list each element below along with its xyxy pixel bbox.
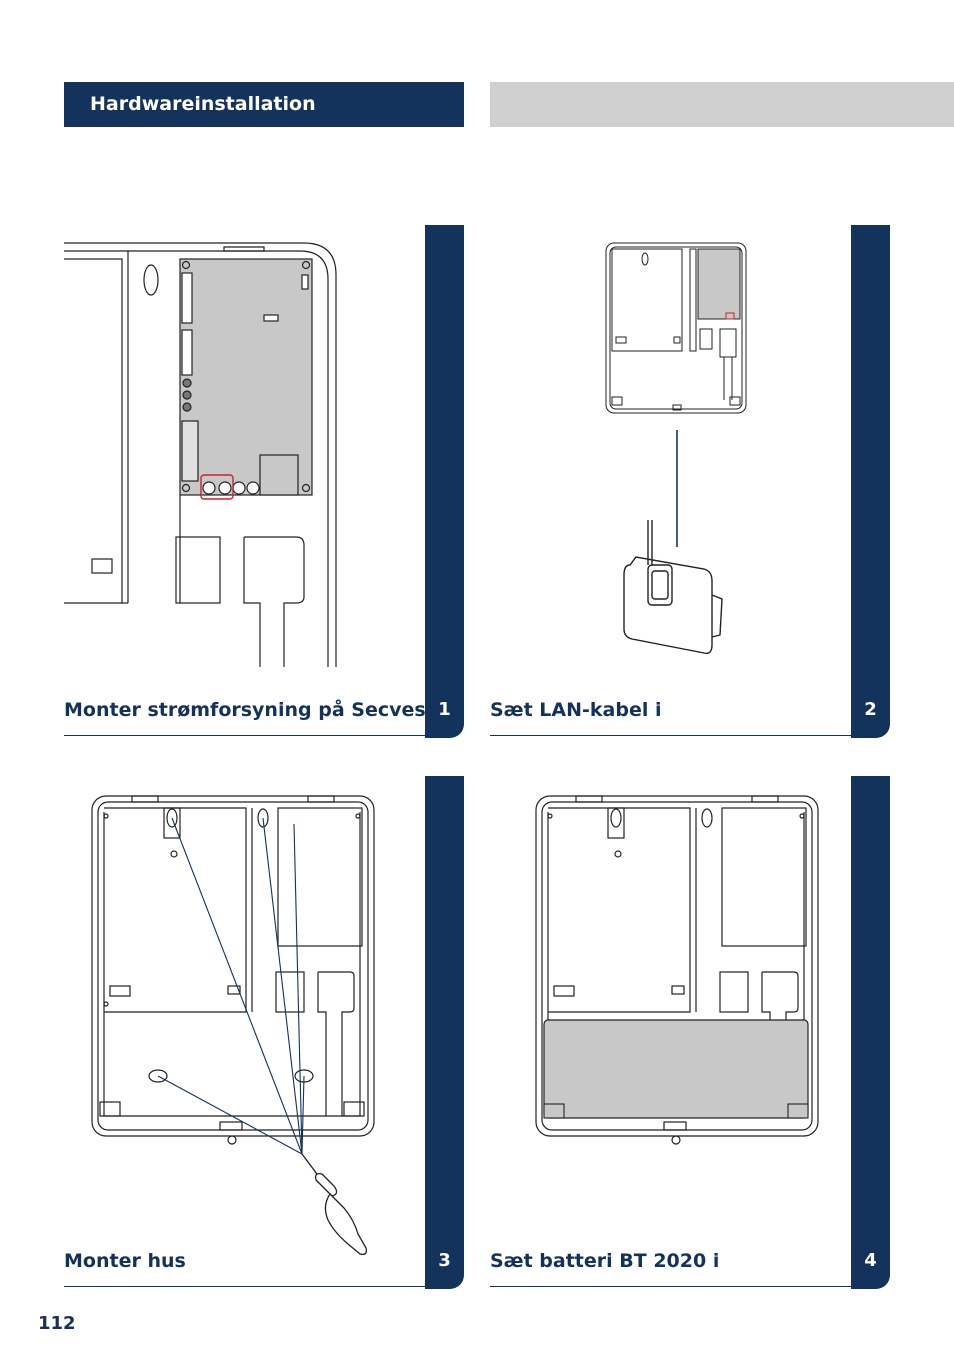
step-3-bar — [425, 776, 464, 1289]
step-1-rule — [64, 735, 426, 736]
step-4-caption: Sæt batteri BT 2020 i — [490, 1250, 720, 1272]
step-1-caption: Monter strømforsyning på Secvest — [64, 699, 435, 721]
header-gray-band — [490, 82, 954, 127]
step-1-bar — [425, 225, 464, 738]
step-1-illustration — [64, 242, 337, 667]
step-4-bar — [851, 776, 890, 1289]
step-2-caption: Sæt LAN-kabel i — [490, 699, 662, 721]
step-4-illustration — [535, 795, 819, 1145]
step-4-rule — [490, 1286, 852, 1287]
step-3-number: 3 — [438, 1250, 451, 1271]
step-3-rule — [64, 1286, 426, 1287]
step-3-panel: Monter hus 3 — [64, 776, 464, 1289]
battery-shape — [543, 1019, 809, 1119]
section-header: Hardwareinstallation — [64, 82, 464, 127]
step-4-number: 4 — [864, 1250, 877, 1271]
step-2-rule — [490, 735, 852, 736]
step-3-caption: Monter hus — [64, 1250, 186, 1272]
step-3-illustration — [91, 795, 375, 1256]
step-2-number: 2 — [864, 699, 877, 720]
step-2-illustration — [605, 242, 747, 655]
highlight-box — [200, 474, 234, 500]
page-number: 112 — [38, 1313, 76, 1334]
step-1-panel: Monter strømforsyning på Secvest 1 — [64, 225, 464, 738]
step-4-panel: Sæt batteri BT 2020 i 4 — [490, 776, 890, 1289]
step-2-panel: Sæt LAN-kabel i 2 — [490, 225, 890, 738]
section-title: Hardwareinstallation — [90, 93, 316, 115]
step-1-number: 1 — [438, 699, 451, 720]
step-2-bar — [851, 225, 890, 738]
